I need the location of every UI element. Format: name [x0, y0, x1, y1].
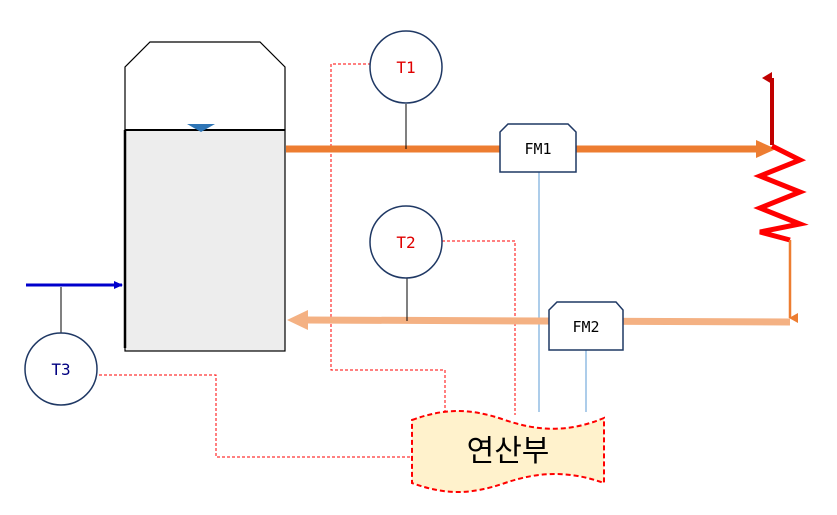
t1-signal-line — [330, 63, 446, 420]
temperature-sensor-t3[interactable]: T3 — [24, 332, 98, 406]
return-pipe — [305, 316, 791, 326]
storage-tank — [123, 41, 286, 352]
t3-label: T3 — [51, 360, 70, 379]
signal-lines-dashed — [99, 63, 516, 458]
t2-label: T2 — [396, 233, 415, 252]
tank-top — [124, 41, 286, 130]
temperature-sensor-t2[interactable]: T2 — [369, 205, 443, 279]
return-pipe-arrowhead — [287, 310, 308, 330]
tank-body — [124, 129, 286, 352]
t3-signal-line — [99, 374, 412, 458]
t1-label: T1 — [396, 58, 415, 77]
level-marker-icon — [187, 124, 215, 132]
fm2-label: FM2 — [572, 318, 599, 336]
flow-meter-fm2[interactable]: FM2 — [548, 301, 624, 351]
supply-pipe-arrowhead — [756, 140, 776, 158]
t2-signal-line — [442, 240, 516, 415]
signal-lines-solid — [538, 172, 587, 412]
fm1-label: FM1 — [524, 140, 551, 158]
processor-banner — [411, 410, 605, 493]
flow-meter-fm1[interactable]: FM1 — [499, 123, 577, 173]
heater-coil — [753, 143, 809, 243]
processor-label: 연산부 — [467, 434, 550, 469]
temperature-sensor-t1[interactable]: T1 — [369, 30, 443, 104]
processor-unit[interactable]: 연산부 — [411, 410, 605, 493]
